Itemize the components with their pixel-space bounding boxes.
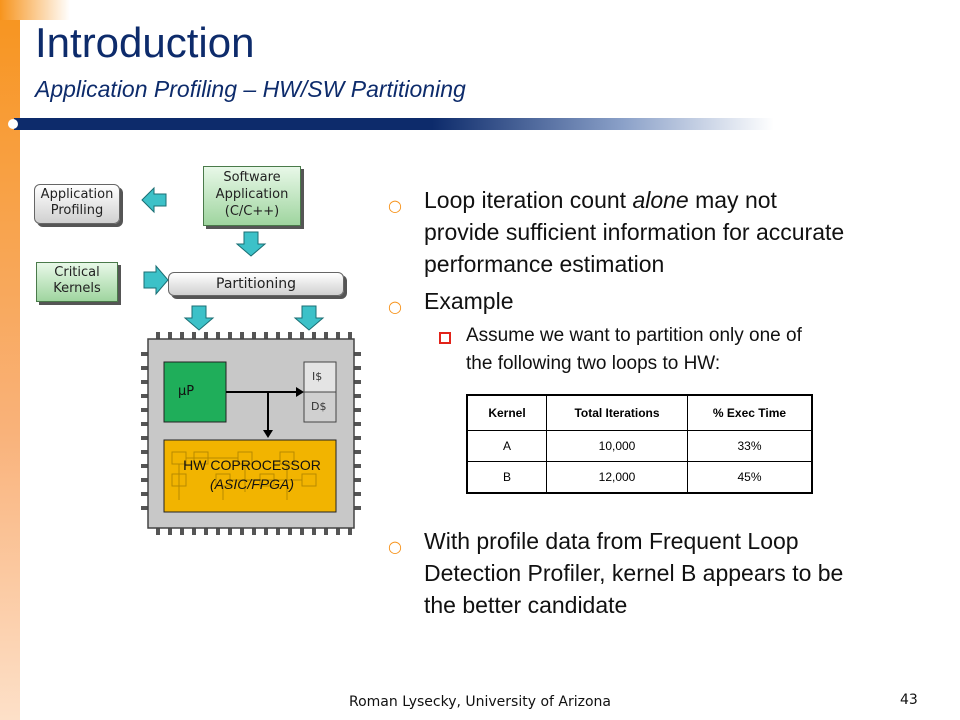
bullet-3-line-1: With profile data from Frequent Loop [424,528,799,554]
chip-pins [141,332,361,535]
table-header: % Exec Time [687,394,813,431]
bullet-ring-icon: ○ [388,537,402,556]
bullet-1: Loop iteration count alone may not provi… [424,184,934,280]
title-rule [14,118,774,130]
app-profiling-line-2: Profiling [50,203,104,218]
table-cell: 45% [687,461,813,494]
fpga-grid-pattern [171,451,317,500]
icache-block [303,361,337,393]
table-header-row: Kernel Total Iterations % Exec Time [466,394,813,431]
table-header: Kernel [466,394,547,431]
arrow-left-icon [141,186,167,214]
microprocessor-block [163,361,227,423]
dcache-label: D$ [311,400,327,413]
dcache-block [303,391,337,423]
bullet-1-post: may not [688,187,777,213]
slide-subtitle: Application Profiling – HW/SW Partitioni… [35,76,466,102]
arrow-right-icon [143,264,169,296]
page-number: 43 [900,692,918,708]
critical-kernels-line-2: Kernels [53,281,101,296]
bullet-1-emphasis: alone [632,187,689,213]
bullet-3-line-2: Detection Profiler, kernel B appears to … [424,560,844,586]
arrow-down-icon [235,231,267,257]
bullet-2: Example [424,288,514,314]
icache-label: I$ [312,370,323,383]
bullet-ring-icon: ○ [388,196,402,215]
kernel-table: Kernel Total Iterations % Exec Time A 10… [466,394,813,494]
critical-kernels-line-1: Critical [54,265,100,280]
slide-footer: Roman Lysecky, University of Arizona [348,694,611,710]
bullet-3-line-3: the better candidate [424,592,628,618]
partitioning-box: Partitioning [168,272,344,296]
hw-coprocessor-line-1: HW COPROCESSOR [183,457,321,473]
table-header: Total Iterations [546,394,688,431]
sub-bullet-1-line-1: Assume we want to partition only one of [466,325,802,346]
bullet-1-line-2: provide sufficient information for accur… [424,219,845,245]
arrow-down-icon [183,305,215,331]
hw-coprocessor-label: HW COPROCESSOR (ASIC/FPGA) [166,456,338,494]
table-row: B 12,000 45% [466,461,813,494]
slide-title: Introduction [35,19,255,66]
application-profiling-box: Application Profiling [34,184,120,224]
table-cell: B [466,461,547,494]
table-cell: 33% [687,430,813,462]
table-row: A 10,000 33% [466,430,813,462]
microprocessor-label: µP [178,384,195,399]
left-accent-bar [0,0,20,720]
app-profiling-line-1: Application [40,187,114,202]
critical-kernels-box: Critical Kernels [36,262,118,302]
table-cell: A [466,430,547,462]
sub-bullet-1: Assume we want to partition only one of … [466,322,926,378]
hw-coprocessor-line-2: (ASIC/FPGA) [209,476,294,492]
table-cell: 10,000 [546,430,688,462]
bullet-1-line-3: performance estimation [424,251,665,277]
sub-bullet-1-line-2: the following two loops to HW: [466,353,721,374]
sw-app-line-3: (C/C++) [224,204,280,219]
sub-bullet-square-icon [439,332,451,344]
sw-app-line-1: Software [223,170,281,185]
bullet-3: With profile data from Frequent Loop Det… [424,525,934,621]
diagram-graphics [141,186,361,535]
software-application-box: Software Application (C/C++) [203,166,301,226]
bullet-1-pre: Loop iteration count [424,187,633,213]
sw-app-line-2: Application [215,187,289,202]
partitioning-label: Partitioning [216,276,296,292]
bullet-ring-icon: ○ [388,297,402,316]
title-rule-dot [8,119,18,129]
corner-accent [0,0,70,20]
arrow-down-icon [293,305,325,331]
table-cell: 12,000 [546,461,688,494]
